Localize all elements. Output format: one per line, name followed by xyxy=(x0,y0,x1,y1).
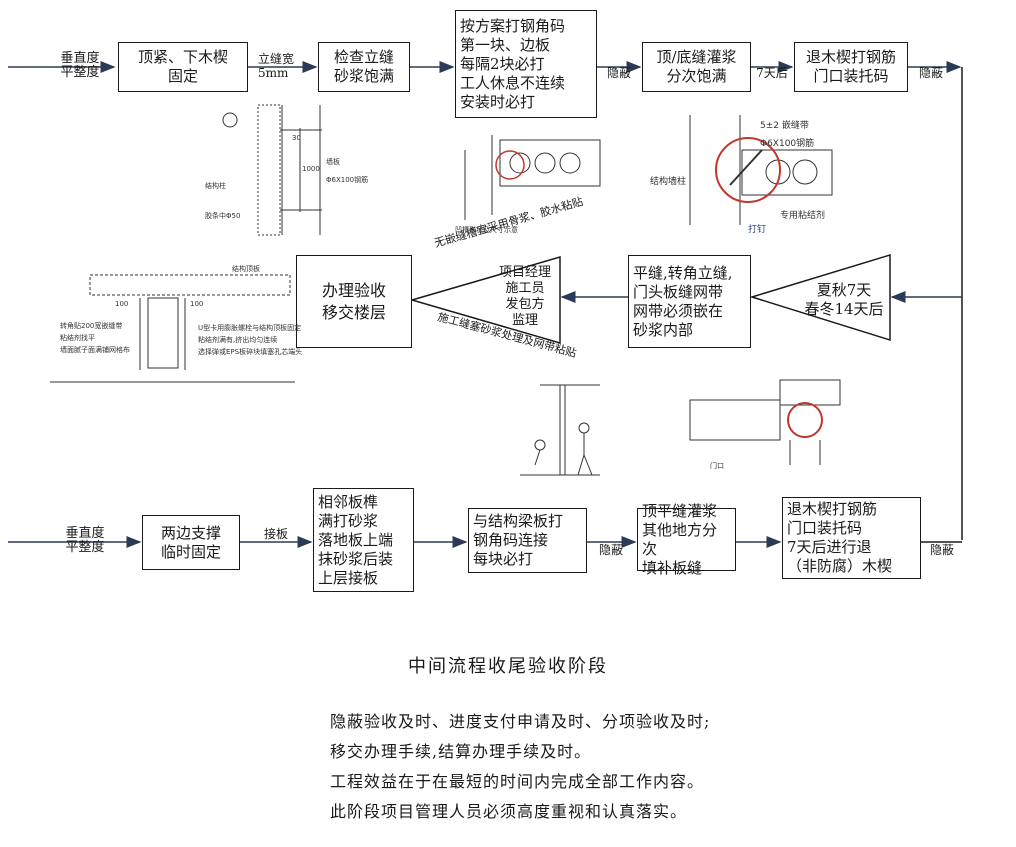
fig6-door-detail xyxy=(689,379,841,465)
bot-arrow3-label: 隐蔽 xyxy=(598,543,623,557)
top-arrow3-label: 隐蔽 xyxy=(606,66,631,80)
top-arrow5-label: 隐蔽 xyxy=(918,66,943,80)
bot-box-grouting: 顶平缝灌浆 其他地方分次 填补板缝 xyxy=(637,502,736,577)
fig1-label-4: 1000 xyxy=(302,165,320,173)
fig1-wall-section xyxy=(222,104,322,236)
top-box-wedge-fix: 顶紧、下木楔 固定 xyxy=(118,42,248,92)
fig5-label-0: 门口 xyxy=(710,462,724,470)
bot-arrow1-label: 接板 xyxy=(263,527,288,541)
bot-start-label: 垂直度 平整度 xyxy=(65,526,105,555)
fig1-label-5: 30 xyxy=(292,134,301,142)
footer-line-4: 此阶段项目管理人员必须高度重视和认真落实。 xyxy=(330,802,688,821)
top-box-remove-wedge: 退木楔打钢筋 门口装托码 xyxy=(794,42,908,92)
top-box-grouting: 顶/底缝灌浆 分次饱满 xyxy=(642,42,751,92)
fig3-label-4: 打钉 xyxy=(748,225,767,235)
tri-right-text: 夏秋7天 春冬14天后 xyxy=(804,281,884,318)
fig3-corner-detail xyxy=(689,115,833,225)
bot-box-support: 两边支撑 临时固定 xyxy=(142,515,240,570)
fig3-label-1: Φ6X100钢筋 xyxy=(760,139,815,149)
bot-box-remove-wedge: 退木楔打钢筋 门口装托码 7天后进行退 （非防腐）木楔 xyxy=(782,497,921,579)
fig1-label-3: Φ6X100钢筋 xyxy=(326,176,369,184)
fig4-label-8: 选择弹或EPS板碎块填塞孔芯端头 xyxy=(198,348,303,356)
fig4-top-joint xyxy=(50,274,295,383)
triangle-left xyxy=(409,256,561,344)
bot-arrow5-label: 隐蔽 xyxy=(929,543,954,557)
fig5-worker xyxy=(520,384,600,476)
fig4-label-1: 100 xyxy=(115,300,129,308)
fig4-label-7: 墙面腻子面满铺网格布 xyxy=(60,346,130,354)
fig1-label-2: 墙板 xyxy=(326,158,340,166)
fig3-label-0: 5±2 嵌缝带 xyxy=(760,121,809,131)
top-box-check-joint: 检查立缝 砂浆饱满 xyxy=(318,42,410,92)
fig4-label-0: 结构顶板 xyxy=(232,265,260,273)
mid-box-acceptance: 办理验收 移交楼层 xyxy=(296,255,412,348)
fig2-panel-section xyxy=(464,135,601,220)
bot-box-tenon-mortar: 相邻板榫 满打砂浆 落地板上端 抹砂浆后装 上层接板 xyxy=(313,488,414,592)
footer-title: 中间流程收尾验收阶段 xyxy=(408,656,608,677)
footer-line-1: 隐蔽验收及时、进度支付申请及时、分项验收及时; xyxy=(330,712,711,731)
top-arrow1-label: 立缝宽 5mm xyxy=(258,52,295,80)
triangle-right xyxy=(749,253,891,342)
fig1-label-0: 结构柱 xyxy=(205,182,226,190)
fig1-label-1: 胶条中Φ50 xyxy=(205,212,241,220)
bot-box-steel-angle: 与结构梁板打 钢角码连接 每块必打 xyxy=(468,508,587,573)
fig4-label-3: U型卡用膨胀螺栓与结构顶板固定 xyxy=(198,324,302,332)
fig3-label-2: 结构墙柱 xyxy=(650,177,687,187)
fig4-label-6: 粘结剂找平 xyxy=(60,334,95,342)
fig4-label-4: 粘结剂满有,挤出均匀连续 xyxy=(198,336,278,344)
fig2-label-0: 凹槽形状及尺寸示意 xyxy=(455,226,518,234)
mid-box-mesh-tape: 平缝,转角立缝, 门头板缝网带 网带必须嵌在 砂浆内部 xyxy=(628,255,751,348)
top-start-label: 垂直度 平整度 xyxy=(60,51,100,80)
fig4-label-5: 转角贴200宽嵌缝带 xyxy=(60,322,123,330)
fig4-label-2: 100 xyxy=(190,300,204,308)
top-arrow4-label: 7天后 xyxy=(756,66,788,80)
top-box-steel-angle: 按方案打钢角码 第一块、边板 每隔2块必打 工人休息不连续 安装时必打 xyxy=(455,10,597,118)
footer-line-2: 移交办理手续,结算办理手续及时。 xyxy=(330,742,592,761)
footer-line-3: 工程效益在于在最短的时间内完成全部工作内容。 xyxy=(330,772,705,791)
tri-left-text: 项目经理 施工员 发包方 监理 xyxy=(498,265,551,328)
fig3-label-3: 专用粘结剂 xyxy=(780,211,826,221)
